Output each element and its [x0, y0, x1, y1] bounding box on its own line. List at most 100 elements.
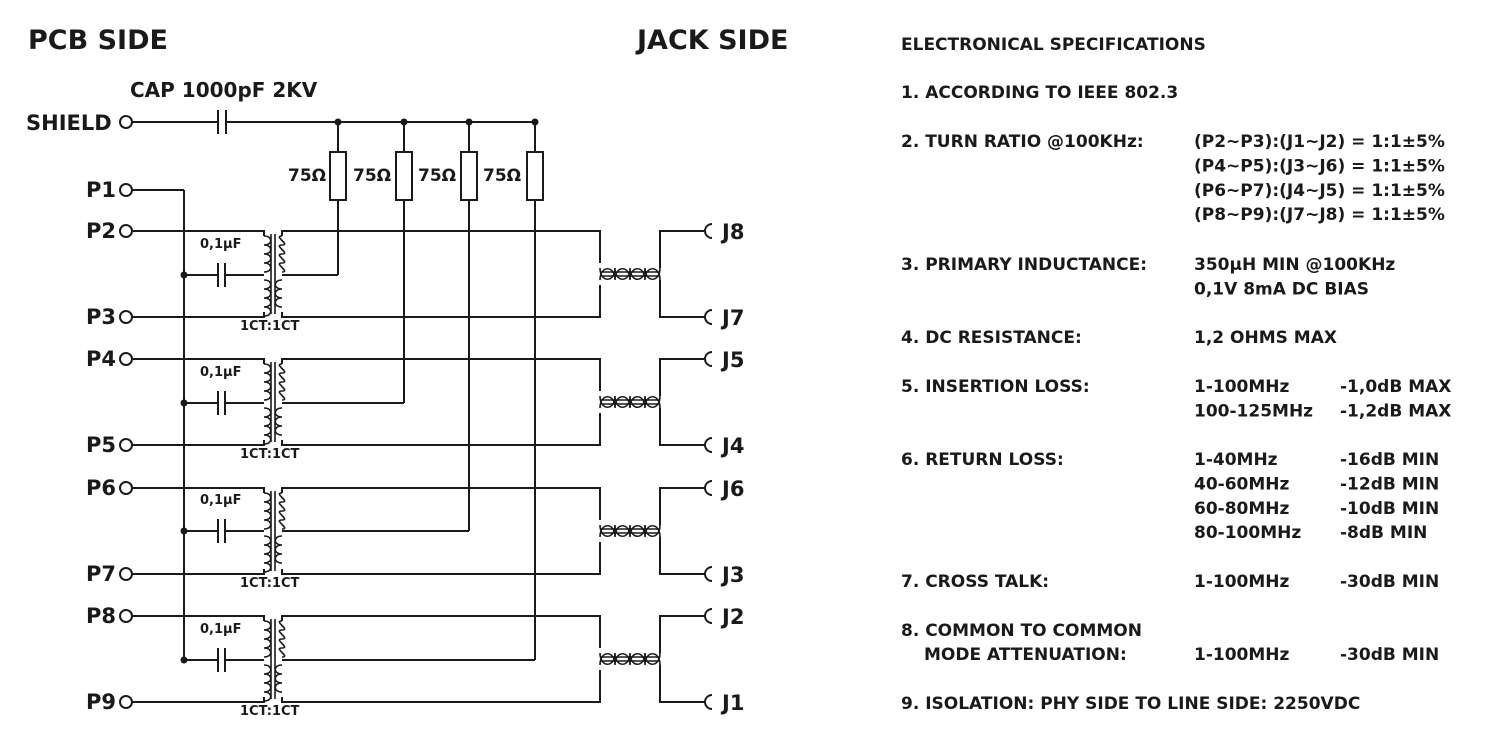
choke-coil-bottom [599, 267, 661, 281]
pin-top [119, 224, 133, 238]
ct-cap-label: 0,1µF [200, 493, 241, 508]
secondary-coil-bottom [274, 279, 283, 308]
pin-top [119, 481, 133, 495]
secondary-coil-bottom [274, 535, 283, 564]
jack-wire-top [659, 230, 706, 268]
jack-label-top: J8 [720, 220, 744, 244]
jack-wire-bottom [659, 280, 706, 318]
spec-label: 5. INSERTION LOSS: [901, 377, 1090, 397]
primary-coil-top [263, 235, 272, 273]
spec-label: 7. CROSS TALK: [901, 572, 1049, 592]
jack-pin-bottom [704, 694, 713, 710]
spec-value: 100-125MHz [1194, 401, 1313, 421]
jack-wire-bottom [659, 537, 706, 575]
spec-label: 4. DC RESISTANCE: [901, 328, 1082, 348]
spec-value: (P6~P7):(J4~J5) = 1:1±5% [1194, 181, 1445, 201]
line-wire-top [281, 487, 601, 520]
jack-pin-top [704, 608, 713, 624]
primary-wire-bottom [132, 312, 265, 318]
jack-pin-top [704, 480, 713, 496]
spec-value: (P8~P9):(J7~J8) = 1:1±5% [1194, 205, 1445, 225]
shield-cap-label: CAP 1000pF 2KV [130, 78, 318, 102]
primary-coil-bottom [263, 535, 272, 573]
spec-value: 1-40MHz [1194, 450, 1278, 470]
pin-label-top: P8 [86, 604, 116, 628]
resistor-label: 75Ω [353, 166, 391, 186]
jack-wire-top [659, 487, 706, 525]
resistor-75-ohm [460, 151, 478, 201]
transformer-ratio-label: 1CT:1CT [240, 319, 300, 334]
jack-pin-bottom [704, 437, 713, 453]
resistor-75-ohm [526, 151, 544, 201]
primary-coil-bottom [263, 664, 272, 702]
p1-pin [119, 183, 133, 197]
jack-label-top: J2 [720, 605, 744, 629]
spec-value: -30dB MIN [1340, 645, 1439, 665]
spec-label: MODE ATTENUATION: [924, 645, 1127, 665]
spec-label: 1. ACCORDING TO IEEE 802.3 [901, 83, 1178, 103]
pin-top [119, 609, 133, 623]
spec-value: 1-100MHz [1194, 645, 1290, 665]
spec-value: 40-60MHz [1194, 474, 1290, 494]
primary-coil-top [263, 620, 272, 658]
jack-pin-top [704, 223, 713, 239]
secondary-coil-top [278, 492, 286, 530]
jack-pin-bottom [704, 566, 713, 582]
line-wire-top [281, 615, 601, 648]
resistor-label: 75Ω [418, 166, 456, 186]
pin-bottom [119, 695, 133, 709]
line-wire-bottom [281, 670, 601, 703]
primary-wire-bottom [132, 440, 265, 446]
spec-value: -30dB MIN [1340, 572, 1439, 592]
jack-label-bottom: J1 [720, 691, 744, 715]
spec-value: -10dB MIN [1340, 499, 1439, 519]
spec-label: 3. PRIMARY INDUCTANCE: [901, 255, 1147, 275]
spec-value: -8dB MIN [1340, 523, 1427, 543]
ct-cap-label: 0,1µF [200, 365, 241, 380]
p1-label: P1 [86, 178, 116, 202]
spec-value: 1-100MHz [1194, 572, 1290, 592]
jack-label-top: J5 [720, 348, 744, 372]
jack-label-bottom: J3 [720, 563, 744, 587]
spec-label: 9. ISOLATION: PHY SIDE TO LINE SIDE: 225… [901, 694, 1360, 714]
ct-cap-label: 0,1µF [200, 237, 241, 252]
primary-wire-top [132, 615, 265, 621]
primary-wire-top [132, 230, 265, 236]
ct-cap-label: 0,1µF [200, 622, 241, 637]
resistor-label: 75Ω [483, 166, 521, 186]
secondary-coil-bottom [274, 664, 283, 693]
primary-wire-top [132, 487, 265, 493]
resistor-label: 75Ω [288, 166, 326, 186]
jack-side-heading: JACK SIDE [635, 25, 788, 56]
pin-label-top: P4 [86, 347, 116, 371]
pin-label-top: P6 [86, 476, 116, 500]
choke-coil-top [599, 395, 661, 409]
pin-label-bottom: P3 [86, 305, 116, 329]
secondary-coil-top [278, 235, 286, 273]
primary-coil-bottom [263, 279, 272, 317]
pin-label-bottom: P7 [86, 562, 116, 586]
pin-bottom [119, 438, 133, 452]
spec-value: -16dB MIN [1340, 450, 1439, 470]
resistor-75-ohm [329, 151, 347, 201]
spec-value: 80-100MHz [1194, 523, 1301, 543]
pin-label-top: P2 [86, 219, 116, 243]
spec-value: (P2~P3):(J1~J2) = 1:1±5% [1194, 132, 1445, 152]
jack-label-top: J6 [720, 477, 744, 501]
spec-label: 6. RETURN LOSS: [901, 450, 1064, 470]
jack-wire-top [659, 358, 706, 396]
pin-top [119, 352, 133, 366]
primary-coil-top [263, 492, 272, 530]
primary-coil-bottom [263, 407, 272, 445]
spec-value: 1-100MHz [1194, 377, 1290, 397]
spec-value: 1,2 OHMS MAX [1194, 328, 1337, 348]
spec-value: (P4~P5):(J3~J6) = 1:1±5% [1194, 156, 1445, 176]
shield-pin [119, 115, 133, 129]
spec-value: -12dB MIN [1340, 474, 1439, 494]
line-wire-bottom [281, 413, 601, 446]
choke-coil-bottom [599, 524, 661, 538]
jack-wire-bottom [659, 408, 706, 446]
